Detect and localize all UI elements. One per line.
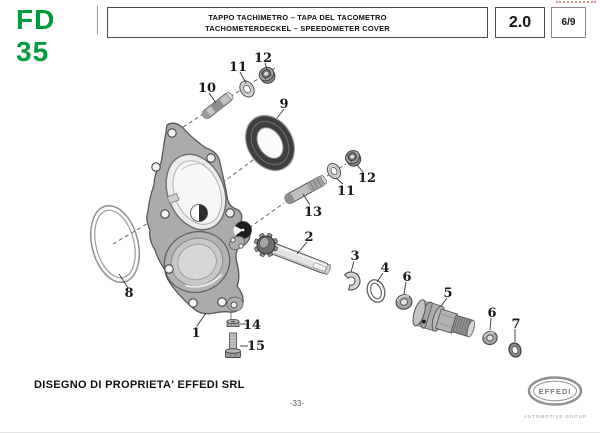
part-label: 12 <box>254 51 272 66</box>
part-2-gear-shaft <box>254 233 331 276</box>
sheet-index-box: 6/9 <box>551 7 586 38</box>
title-line-1: TAPPO TACHIMETRO – TAPA DEL TACOMETRO <box>208 13 387 22</box>
part-11-washer-right <box>326 162 342 180</box>
part-11-washer-upper <box>239 80 255 98</box>
part-12-nut-right <box>344 150 362 167</box>
part-4-o-ring <box>366 279 386 303</box>
effedi-logo-subtext: AUTOMOTIVE GROUP <box>524 414 587 419</box>
title-box: TAPPO TACHIMETRO – TAPA DEL TACOMETRO TA… <box>107 7 488 38</box>
title-line-2: TACHOMETERDECKEL – SPEEDOMETER COVER <box>205 24 390 33</box>
part-label: 8 <box>124 286 133 301</box>
part-13-stud <box>284 174 328 205</box>
part-12-nut-upper <box>258 66 276 84</box>
part-9-seal-ring <box>245 114 295 172</box>
page-number: -33- <box>289 399 305 408</box>
part-label: 14 <box>243 318 261 333</box>
label-leader-lines <box>118 62 516 347</box>
part-8-gasket-ring <box>90 205 140 283</box>
part-label: 5 <box>443 286 452 301</box>
section-number-box: 2.0 <box>495 7 545 38</box>
part-1-cover-plate <box>146 122 252 315</box>
effedi-logo: EFFEDI AUTOMOTIVE GROUP <box>524 375 586 419</box>
part-label: 10 <box>198 81 216 96</box>
part-label: 11 <box>337 184 355 199</box>
part-label: 11 <box>229 60 247 75</box>
part-14-nut <box>226 318 240 327</box>
part-label: 2 <box>304 230 313 245</box>
part-label: 6 <box>402 270 411 285</box>
part-label: 7 <box>511 317 520 332</box>
part-number-labels: 10 11 12 9 13 11 12 2 3 4 6 5 6 7 8 1 14… <box>124 51 520 354</box>
part-7-washer <box>508 342 522 358</box>
part-label: 3 <box>350 249 359 264</box>
part-6-ring-left <box>395 294 413 310</box>
part-6-ring-right <box>482 330 498 346</box>
model-code: FD 35 <box>16 4 56 67</box>
bolt-holes <box>151 128 235 308</box>
effedi-logo-text: EFFEDI <box>539 387 572 396</box>
effedi-logo-icon: EFFEDI <box>527 376 583 406</box>
pinion-gear <box>254 233 278 257</box>
part-label: 1 <box>191 326 200 341</box>
part-10-pin <box>201 91 234 120</box>
part-label: 12 <box>358 171 376 186</box>
part-label: 13 <box>304 205 322 220</box>
part-5-drive-fitting <box>412 299 476 338</box>
part-label: 9 <box>279 97 288 112</box>
part-label: 6 <box>487 306 496 321</box>
property-note: DISEGNO DI PROPRIETA' EFFEDI SRL <box>34 379 245 391</box>
part-3-c-clip <box>343 271 361 291</box>
part-label: 4 <box>380 261 389 276</box>
scan-artifact <box>556 1 596 3</box>
header-divider <box>97 6 98 34</box>
part-label: 15 <box>247 339 265 354</box>
part-15-bolt <box>225 332 241 358</box>
